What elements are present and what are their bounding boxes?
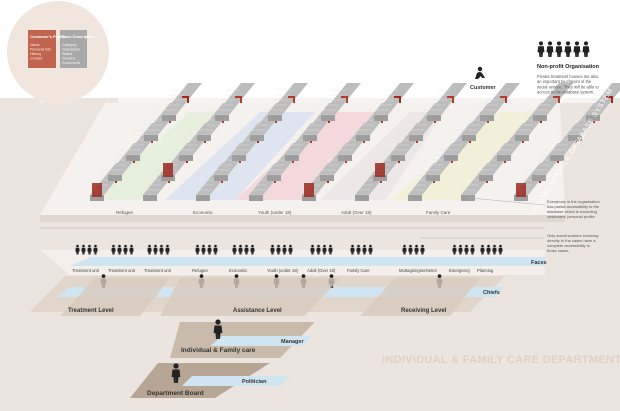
partial-access-line: database which is excluding xyxy=(547,209,597,214)
assistance-level-label: Assistance Level xyxy=(233,308,282,314)
database-category-labels: Refugee Economic Youth (under 18) Adult (Ov… xyxy=(116,210,451,215)
profile-title: Customer's Profile xyxy=(30,34,66,39)
nonprofit-description-line: an important touchpoint of the xyxy=(537,79,592,84)
faces-strip[interactable] xyxy=(70,257,545,266)
nonprofit-person-icon xyxy=(555,41,563,57)
case-item: Description xyxy=(62,48,80,52)
manager-label: Manager xyxy=(281,339,304,345)
team-label: Economic xyxy=(229,268,247,273)
profile-card xyxy=(28,30,56,68)
case-item: Timeline xyxy=(62,57,75,61)
folder-stack xyxy=(321,83,361,121)
treatment-level-plane xyxy=(60,278,170,316)
folder-stack xyxy=(427,83,467,121)
partial-access-line: customers' personal profile. xyxy=(547,214,596,219)
nonprofit-person-icon xyxy=(546,41,554,57)
team-label: Treatment unit xyxy=(144,268,172,273)
nonprofit-people xyxy=(537,41,590,57)
folder-stack xyxy=(374,83,414,121)
customer-icon xyxy=(475,66,485,79)
team-label: Mottagningsenheten xyxy=(399,268,438,273)
profile-item: History xyxy=(30,52,41,56)
team-label: Treatment unit xyxy=(108,268,136,273)
database-category-label: Refugee xyxy=(116,210,134,215)
nonprofit-description-line: Private treatment houses are also xyxy=(537,74,599,79)
nonprofit-person-icon xyxy=(582,41,590,57)
case-item: Documents xyxy=(62,61,80,65)
receiving-level-label: Receiving Level xyxy=(401,308,447,314)
politician-label: Politician xyxy=(242,379,267,385)
team-labels: Treatment unit Treatment unit Treatment un… xyxy=(72,268,494,273)
partial-access-line: Everybody in the organisation xyxy=(547,199,600,204)
partial-access-line: has partial accessibility to the xyxy=(547,204,600,209)
department-board-label: Department Board xyxy=(147,390,204,397)
complete-access-line: directly to the cases have a xyxy=(547,238,596,243)
team-label: Emergency xyxy=(449,268,471,273)
folder-stack xyxy=(162,83,202,121)
folder-stack xyxy=(480,83,520,121)
database-category-label: Adult (Over 18) xyxy=(341,210,372,215)
treatment-level-label: Treatment Level xyxy=(68,308,114,314)
profile-item: Personal Info xyxy=(30,48,51,52)
assistance-level-plane xyxy=(160,278,340,316)
folder-stack xyxy=(533,83,573,121)
profile-item: Name xyxy=(30,43,40,47)
team-label: Youth (under 18) xyxy=(267,268,299,273)
case-item: Category xyxy=(62,43,77,47)
database-category-label: Youth (under 18) xyxy=(258,210,292,215)
chiefs-label: Chiefs xyxy=(483,290,500,296)
customer-label: Customer xyxy=(470,85,497,91)
department-title: INDIVIDUAL & FAMILY CARE DEPARTMENT xyxy=(382,354,620,366)
folder-stack xyxy=(268,83,308,121)
complete-access-line: those cases. xyxy=(547,248,569,253)
nonprofit-person-icon xyxy=(537,41,545,57)
profile-item: Contact xyxy=(30,57,42,61)
nonprofit-description-line: access to the database system. xyxy=(537,90,594,95)
zone-refugee xyxy=(88,112,230,200)
nonprofit-person-icon xyxy=(564,41,572,57)
team-label: Treatment unit xyxy=(72,268,100,273)
team-label: Planning xyxy=(477,268,494,273)
folder-stack xyxy=(586,83,620,121)
case-title: Case Description xyxy=(62,34,95,39)
database-category-label: Economic xyxy=(193,210,214,215)
individual-family-label: Individual & Family care xyxy=(181,347,256,354)
team-label: Adult (Over 18) xyxy=(307,268,336,273)
case-folder-stacks xyxy=(90,83,620,201)
complete-access-line: complete accessibility to xyxy=(547,243,591,248)
case-item: Status xyxy=(62,52,72,56)
nonprofit-description-line: social service. They will be able to xyxy=(537,84,600,89)
case-items: CategoryDescriptionStatusTimelineDocumen… xyxy=(62,43,80,65)
team-label: Refugee xyxy=(192,268,209,273)
nonprofit-person-icon xyxy=(573,41,581,57)
faces-label: Faces xyxy=(531,260,547,266)
case-card xyxy=(60,30,87,68)
receiving-level-plane xyxy=(360,278,480,316)
folder-stack xyxy=(215,83,255,121)
politician-strip[interactable] xyxy=(182,376,290,386)
complete-access-line: Only social workers involving xyxy=(547,233,598,238)
database-category-label: Family Care xyxy=(426,210,451,215)
team-label: Family Care xyxy=(347,268,370,273)
manager-strip[interactable] xyxy=(210,336,312,346)
legend-circle xyxy=(7,1,109,103)
nonprofit-title: Non-profit Organisation xyxy=(537,64,600,70)
